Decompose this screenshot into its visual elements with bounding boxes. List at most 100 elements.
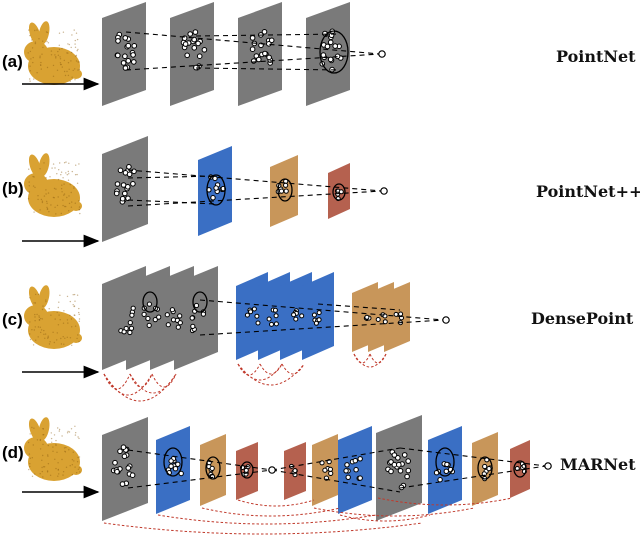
point-dot — [131, 59, 137, 65]
cluster-ring-b-1 — [206, 174, 226, 206]
point-dot — [192, 29, 199, 35]
point-cluster-c-blue-1 — [244, 306, 261, 326]
bunny-speckle — [75, 54, 78, 57]
bunny-speckle — [38, 315, 40, 317]
point-dot — [316, 317, 322, 323]
bunny-speckle — [76, 461, 79, 463]
bunny-speckle — [78, 307, 80, 310]
bunny-speckle — [42, 466, 45, 468]
bunny-speckle — [71, 326, 73, 328]
dash-link-c-top — [199, 299, 445, 321]
bunny-ear — [28, 286, 42, 310]
bunny-speckle — [74, 174, 77, 176]
row-label-b: (b) — [2, 179, 24, 198]
cluster-ring-d-4 — [435, 447, 455, 477]
bunny-speckle — [66, 52, 68, 54]
bunny-speckle — [67, 430, 69, 433]
point-dot — [353, 467, 359, 473]
blue-plane-c-4 — [302, 272, 334, 360]
bunny-speckle — [73, 293, 76, 296]
bunny-speckle — [29, 463, 31, 465]
blue-plane-d-1 — [156, 426, 190, 514]
bunny-speckle — [65, 466, 68, 468]
bunny-speckle — [41, 201, 44, 204]
bunny-head — [24, 41, 48, 63]
point-dot — [405, 458, 412, 464]
bunny-speckle — [64, 451, 67, 453]
bunny-speckle — [34, 42, 37, 45]
point-dot — [122, 35, 129, 41]
bunny-speckle — [53, 197, 55, 199]
bunny-speckle — [58, 473, 60, 475]
bunny-speckle — [69, 314, 71, 317]
bunny-speckle — [77, 48, 79, 51]
bunny-speckle — [68, 202, 71, 205]
bunny-speckle — [42, 454, 44, 457]
bunny-speckle — [52, 446, 54, 448]
point-dot — [397, 468, 404, 474]
bunny-speckle — [34, 41, 37, 43]
row-label-a: (a) — [2, 52, 23, 71]
bunny-speckle — [54, 318, 56, 320]
bunny-speckle — [72, 451, 75, 453]
point-dot — [401, 452, 408, 458]
bunny-speckle — [47, 337, 49, 339]
bunny-speckle — [36, 29, 38, 31]
bunny-speckle — [43, 466, 46, 468]
bunny-speckle — [54, 167, 56, 169]
bunny-speckle — [78, 467, 81, 469]
bunny-head — [24, 173, 48, 195]
bunny-speckle — [46, 471, 49, 473]
bunny-speckle — [34, 313, 36, 316]
dash-link-d-4 — [271, 469, 401, 493]
bunny-tail — [70, 201, 82, 211]
bunny-speckle — [55, 188, 57, 190]
point-dot — [146, 301, 152, 307]
bunny-speckle — [60, 174, 62, 176]
point-dot — [283, 188, 289, 194]
bunny-speckle — [29, 50, 32, 53]
bunny-speckle — [73, 29, 75, 31]
bunny-speckle — [60, 171, 63, 173]
bunny-speckle — [34, 302, 37, 304]
point-dot — [391, 452, 398, 458]
point-dot — [120, 444, 127, 451]
bunny-tail — [70, 465, 82, 475]
bunny-speckle — [62, 336, 64, 338]
point-dot — [273, 321, 279, 327]
bunny-speckle — [39, 473, 41, 475]
bunny-speckle — [36, 439, 39, 441]
bunny-speckle — [67, 62, 70, 64]
point-dot — [313, 320, 319, 326]
point-dot — [122, 65, 129, 71]
bunny-speckle — [78, 206, 81, 208]
dash-link-b-top — [127, 169, 383, 192]
bunny-speckle — [64, 74, 67, 77]
tan-plane-c-3 — [384, 282, 410, 352]
bunny-speckle — [76, 182, 79, 184]
dash-link-c-bottom — [199, 319, 445, 336]
point-cluster-a-2 — [180, 29, 208, 71]
point-dot — [327, 39, 334, 46]
bunny-speckle — [76, 294, 79, 296]
cluster-ring-c-1 — [142, 291, 158, 313]
bunny-speckle — [76, 337, 78, 340]
bunny-speckle — [70, 51, 73, 54]
point-dot — [266, 41, 272, 47]
bunny-speckle — [41, 200, 44, 202]
bunny-speckle — [53, 187, 56, 190]
bunny-speckle — [51, 167, 53, 169]
dash-link-d-3 — [271, 447, 401, 471]
dense-arc-c-6 — [151, 373, 177, 388]
point-dot — [182, 41, 189, 47]
bunny-speckle — [74, 434, 77, 436]
bunny-speckle — [53, 434, 56, 436]
skip-arc-d-2 — [157, 514, 377, 525]
cluster-ring-c-2 — [192, 291, 208, 313]
point-cluster-b-1 — [113, 164, 137, 205]
gray-plane-c-4 — [174, 266, 218, 370]
net-name-pointnet-plus: PointNet++ — [536, 182, 640, 201]
point-dot — [482, 463, 488, 470]
bunny-speckle — [65, 172, 67, 174]
